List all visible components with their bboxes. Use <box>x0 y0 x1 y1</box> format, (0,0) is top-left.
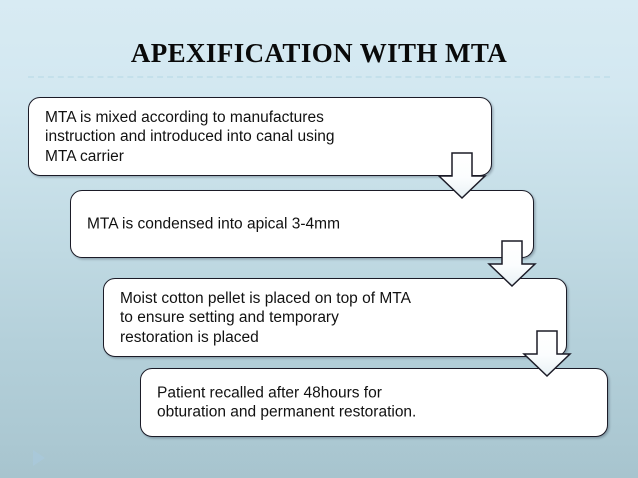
down-arrow-icon <box>487 240 537 288</box>
flow-step-box-2[interactable]: MTA is condensed into apical 3-4mm <box>70 190 534 258</box>
flow-step-box-4[interactable]: Patient recalled after 48hours for obtur… <box>140 368 608 437</box>
bottom-bar <box>0 440 638 478</box>
page-title: APEXIFICATION WITH MTA <box>130 38 508 68</box>
play-triangle-icon[interactable] <box>33 450 45 466</box>
flow-step-box-3[interactable]: Moist cotton pellet is placed on top of … <box>103 278 567 357</box>
flow-step-box-1[interactable]: MTA is mixed according to manufactures i… <box>28 97 492 176</box>
flow-step-text-3: Moist cotton pellet is placed on top of … <box>120 289 411 346</box>
flow-step-text-1: MTA is mixed according to manufactures i… <box>45 108 335 165</box>
flow-step-text-2: MTA is condensed into apical 3-4mm <box>87 215 340 233</box>
down-arrow-icon <box>522 330 572 378</box>
title-divider <box>28 76 610 78</box>
flow-step-text-4: Patient recalled after 48hours for obtur… <box>157 384 417 421</box>
down-arrow-icon <box>437 152 487 200</box>
